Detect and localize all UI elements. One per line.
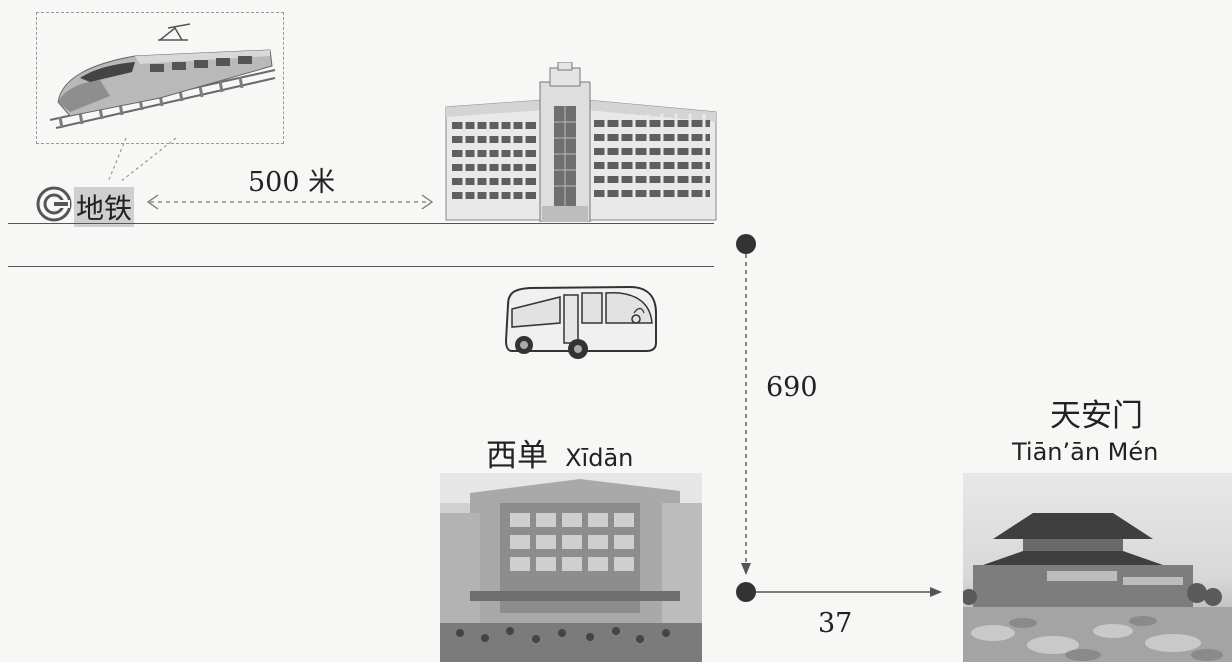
office-building-illustration bbox=[445, 62, 717, 222]
tiananmen-name-pinyin: Tiān’ān Mén bbox=[1012, 438, 1159, 466]
subway-label: 地铁 bbox=[74, 187, 135, 227]
xidan-name-pinyin: Xīdān bbox=[565, 444, 634, 472]
tiananmen-name-cn: 天安门 bbox=[1050, 398, 1143, 434]
route-corner-dot bbox=[736, 582, 756, 602]
xidan-title: 西单 Xīdān bbox=[486, 430, 633, 475]
subway-logo-icon bbox=[36, 186, 72, 222]
bus-illustration bbox=[504, 285, 657, 359]
tiananmen-photo bbox=[963, 473, 1232, 662]
xidan-photo bbox=[440, 473, 702, 662]
distance-subway-arrow bbox=[146, 194, 434, 210]
xidan-name-cn: 西单 bbox=[486, 438, 548, 474]
train-illustration bbox=[49, 23, 276, 129]
road-edge-bottom bbox=[8, 266, 714, 267]
distance-subway-label: 500 米 bbox=[248, 167, 336, 198]
train-inset-frame bbox=[36, 12, 284, 144]
train-callout-lines bbox=[107, 138, 177, 183]
route-diagram bbox=[736, 234, 942, 602]
route-start-dot bbox=[736, 234, 756, 254]
distance-horizontal-label: 37 bbox=[818, 608, 853, 639]
road-edge-top bbox=[8, 223, 714, 224]
distance-vertical-label: 690 bbox=[766, 372, 818, 403]
